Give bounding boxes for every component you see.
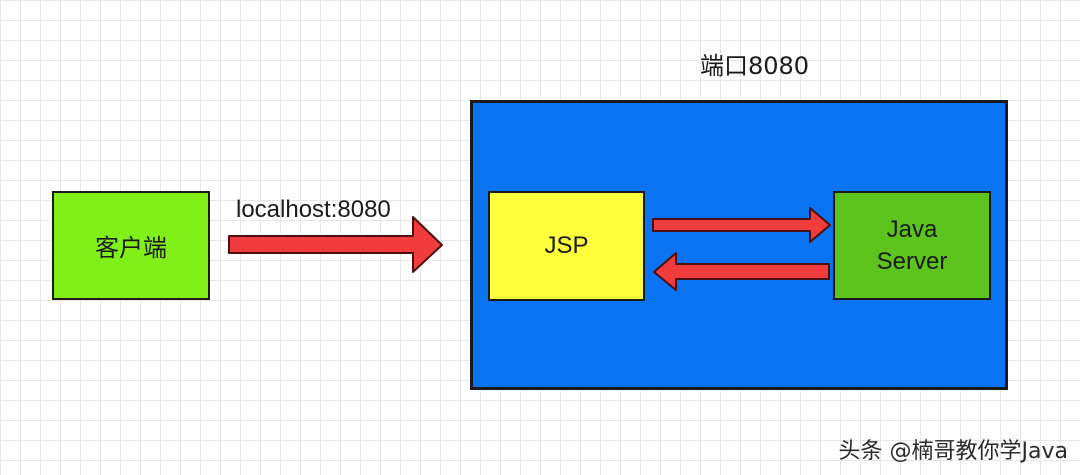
java-server-label-line2: Server <box>876 247 948 275</box>
watermark: 头条 @楠哥教你学Java <box>838 439 1068 464</box>
java-to-jsp-arrow <box>653 252 830 291</box>
java-server-label-line1: Java <box>886 215 938 243</box>
request-arrow <box>228 216 443 273</box>
jsp-node: JSP <box>488 191 645 301</box>
jsp-to-java-arrow <box>652 207 831 243</box>
java-server-node: Java Server <box>833 191 991 300</box>
client-label: 客户端 <box>95 234 167 262</box>
port-label: 端口8080 <box>700 52 810 80</box>
client-node: 客户端 <box>52 191 210 300</box>
url-label: localhost:8080 <box>236 196 391 223</box>
jsp-label: JSP <box>544 232 589 259</box>
